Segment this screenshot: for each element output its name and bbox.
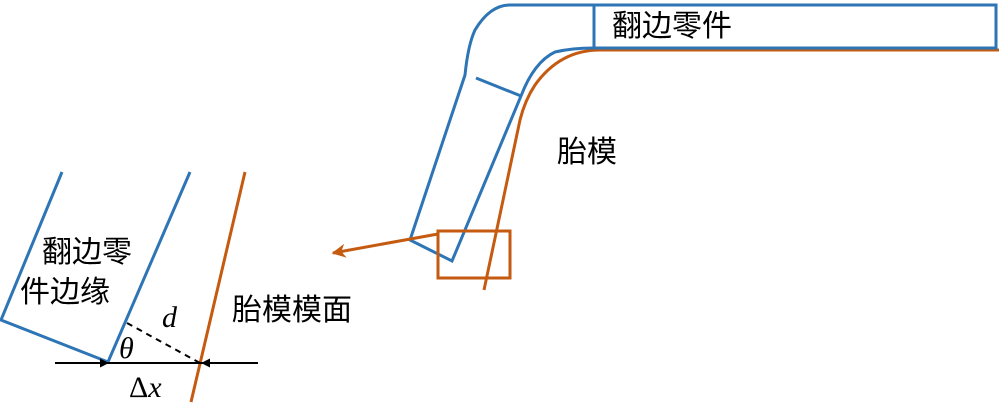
die-contour-line xyxy=(482,48,999,291)
label-flange-part: 翻边零件 xyxy=(612,9,732,44)
zoom-distance-dashed-line xyxy=(126,322,201,364)
label-angle-theta: θ xyxy=(119,332,134,365)
flange-part-outline xyxy=(408,3,595,264)
label-delta-x: Δx xyxy=(129,371,162,404)
detail-callout-box xyxy=(436,229,512,280)
flange-part-top-box xyxy=(592,3,998,50)
label-flange-edge-line2: 件边缘 xyxy=(20,275,110,310)
zoom-flange-edge-outline xyxy=(0,171,192,364)
label-distance-d: d xyxy=(162,301,178,334)
label-die-surface: 胎模模面 xyxy=(232,293,352,328)
zoom-die-surface-line xyxy=(189,171,247,403)
flange-part-section-line xyxy=(475,76,522,98)
detail-callout-arrow xyxy=(331,232,439,258)
label-delta-x-var: x xyxy=(147,371,162,404)
label-flange-edge-line1: 翻边零 xyxy=(42,235,132,270)
label-die: 胎模 xyxy=(557,135,617,170)
label-delta-symbol: Δ xyxy=(129,371,148,404)
